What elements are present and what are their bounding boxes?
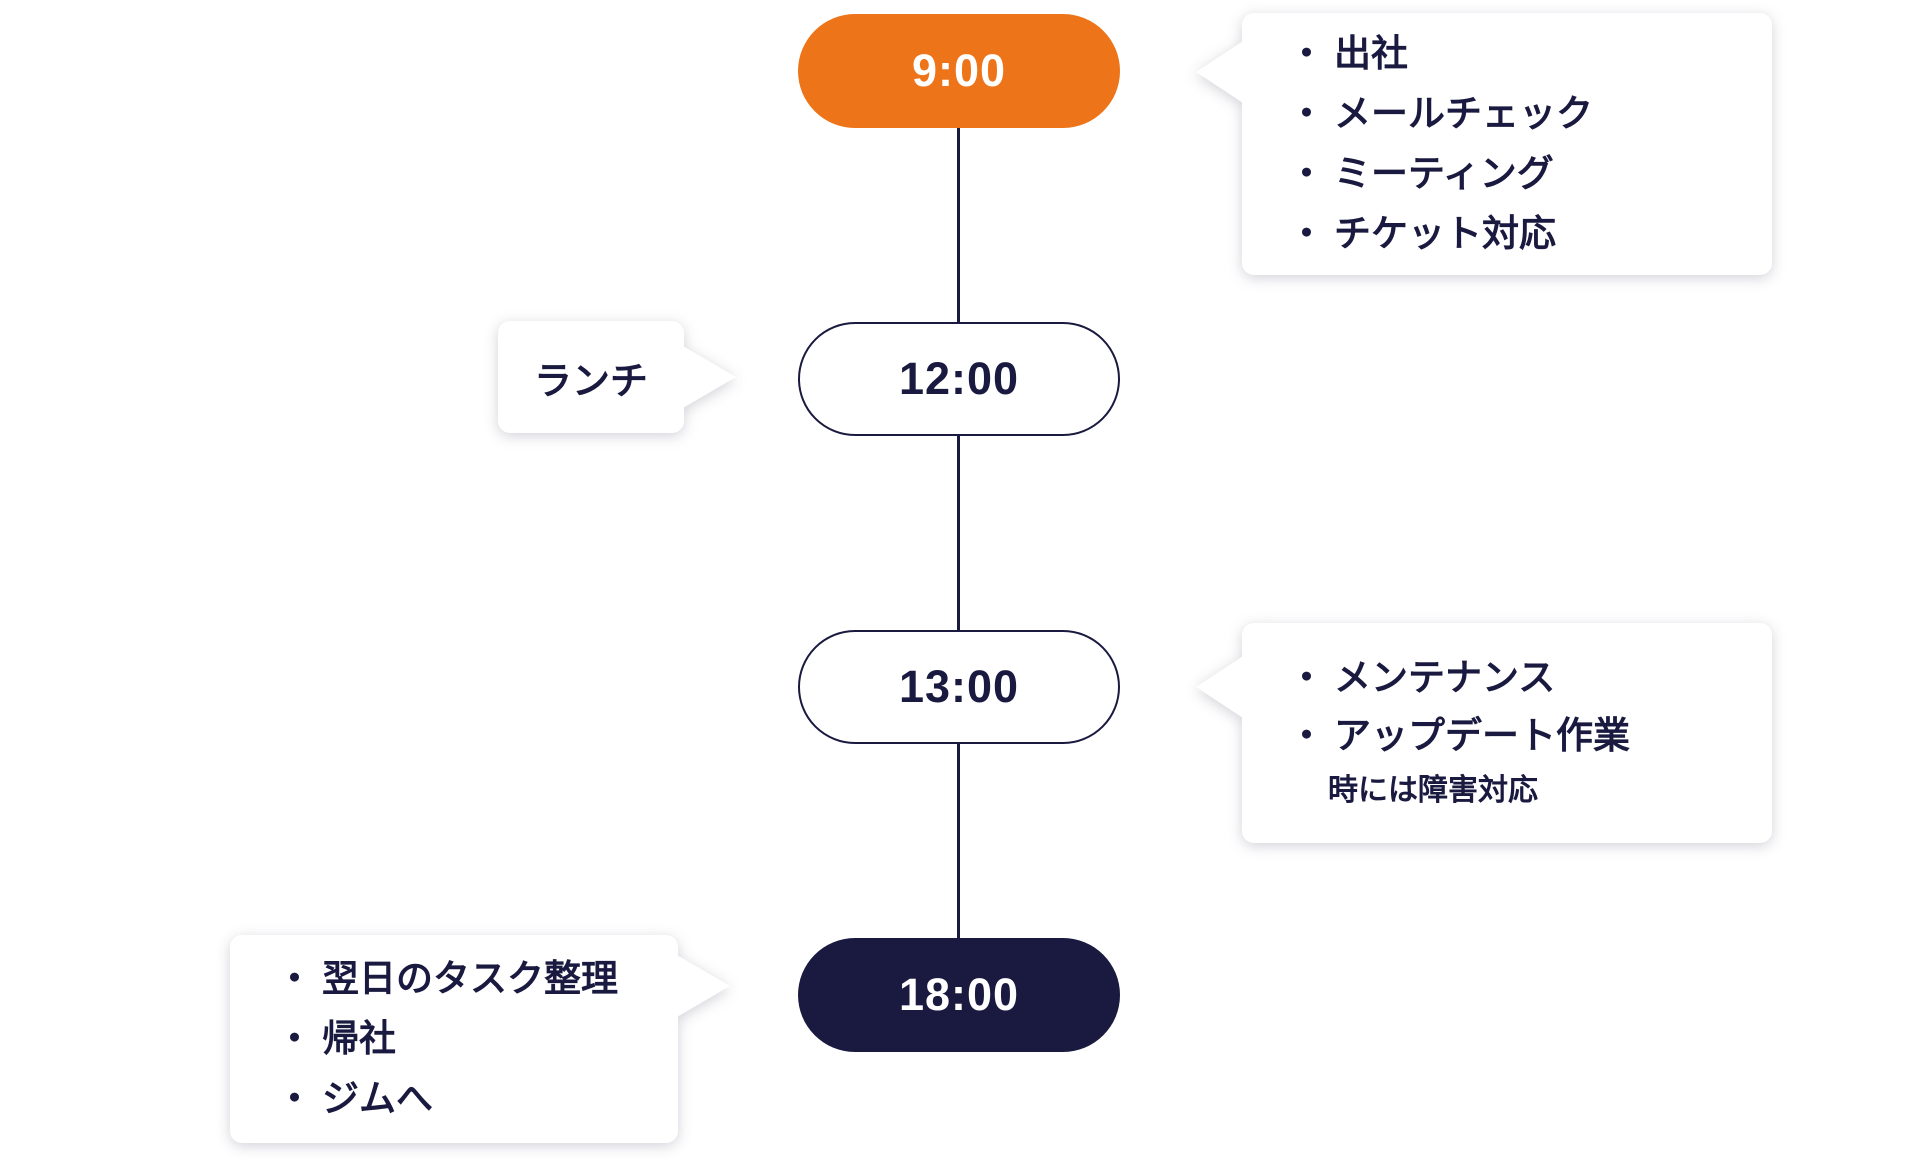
time-label: 18:00 [898,969,1020,1020]
bullet: ・ [1288,213,1325,254]
time-label: 12:00 [898,353,1020,404]
time-label: 9:00 [911,45,1007,96]
schedule-item-label: メンテナンス [1334,657,1556,698]
schedule-item-label: ミーティング [1334,153,1554,194]
callout-1300-tasks: ・ メンテナンス ・ アップデート作業 時には障害対応 [1196,623,1772,843]
schedule-item: ・ 翌日のタスク整理 [276,949,658,1009]
schedule-item-label: チケット対応 [1334,213,1556,254]
bullet: ・ [1288,657,1325,698]
callout-1800-tasks: ・ 翌日のタスク整理 ・ 帰社 ・ ジムへ [230,935,730,1143]
bullet: ・ [1288,153,1325,194]
schedule-item: ・ ミーティング [1288,144,1742,204]
schedule-item: ・ 帰社 [276,1009,658,1069]
schedule-item: ・ メールチェック [1288,84,1742,144]
bullet: ・ [1288,715,1325,756]
bullet: ・ [276,1078,313,1119]
schedule-item-note: 時には障害対応 [1328,774,1538,807]
schedule-item-label: 翌日のタスク整理 [322,958,618,999]
time-label: 13:00 [898,661,1020,712]
schedule-item-label: 帰社 [322,1018,396,1059]
schedule-item: ・ アップデート作業 [1288,707,1742,765]
schedule-item-label: アップデート作業 [1334,715,1630,756]
time-pill-0900: 9:00 [798,14,1120,128]
time-pill-1200: 12:00 [798,322,1120,436]
callout-1200-lunch: ランチ [498,321,736,433]
schedule-item: ・ メンテナンス [1288,649,1742,707]
schedule-item: ・ ジムへ [276,1069,658,1129]
time-pill-1800: 18:00 [798,938,1120,1052]
schedule-item-label: ランチ [533,360,648,403]
bullet: ・ [276,958,313,999]
schedule-item: ・ チケット対応 [1288,204,1742,264]
schedule-item-label: 出社 [1334,33,1408,74]
time-pill-1300: 13:00 [798,630,1120,744]
callout-0900-tasks: ・ 出社 ・ メールチェック ・ ミーティング ・ チケット対応 [1196,13,1772,275]
bullet: ・ [276,1018,313,1059]
bullet: ・ [1288,93,1325,134]
schedule-item-label: メールチェック [1334,93,1593,134]
bullet: ・ [1288,33,1325,74]
schedule-item: ・ 出社 [1288,24,1742,84]
schedule-item-label: ジムへ [322,1078,433,1119]
timeline-connector-line [957,70,960,995]
